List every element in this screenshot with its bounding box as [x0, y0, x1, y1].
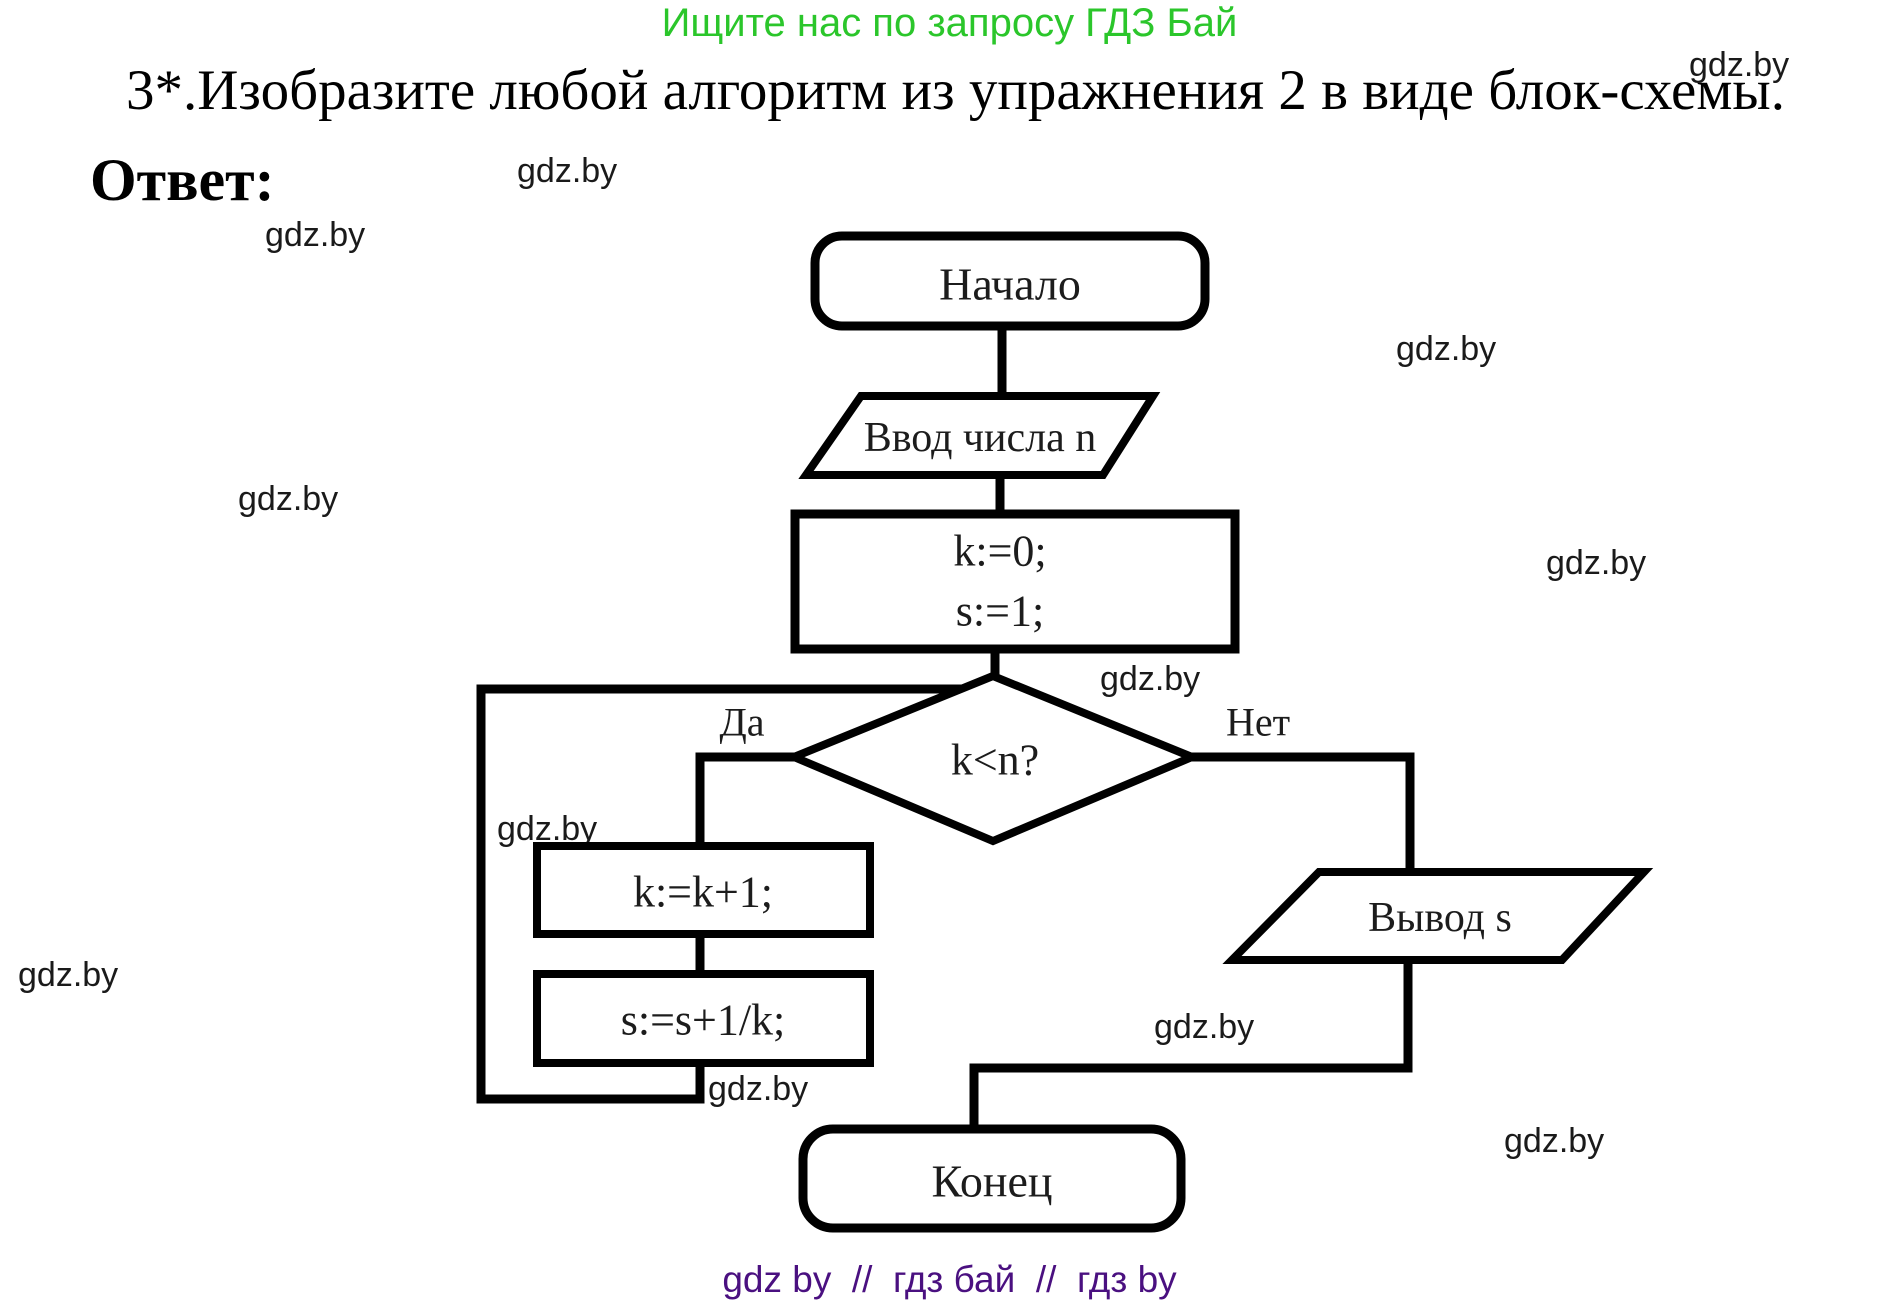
watermark: gdz.by	[1396, 330, 1497, 368]
increment-label: k:=k+1;	[633, 868, 773, 917]
start-label: Начало	[939, 259, 1081, 310]
watermark: gdz.by	[517, 152, 618, 190]
branch-no-label: Нет	[1226, 700, 1290, 745]
input-label: Ввод числа n	[864, 415, 1097, 461]
answer-label: Ответ:	[90, 147, 275, 213]
init-line1: k:=0;	[953, 527, 1046, 576]
watermark: gdz.by	[1154, 1008, 1255, 1046]
decision-diamond	[783, 671, 1203, 846]
watermark: gdz.by	[1546, 544, 1647, 582]
watermark: gdz.by	[1504, 1122, 1605, 1160]
end-label: Конец	[931, 1156, 1052, 1207]
condition-label: k<n?	[951, 736, 1039, 785]
sum-label: s:=s+1/k;	[621, 996, 786, 1045]
watermark: gdz.by	[1100, 660, 1201, 698]
watermark: gdz.by	[1689, 46, 1790, 84]
watermark: gdz.by	[708, 1070, 809, 1108]
branch-yes-label: Да	[719, 700, 764, 745]
process-sum	[533, 970, 874, 1067]
terminator-start	[810, 231, 1210, 331]
process-init	[790, 509, 1240, 654]
output-label: Вывод s	[1368, 895, 1512, 941]
footer-watermark: gdz by // гдз бай // гдз by	[722, 1259, 1177, 1300]
watermark: gdz.by	[265, 216, 366, 254]
watermark: gdz.by	[18, 956, 119, 994]
io-input	[798, 392, 1161, 479]
watermark: gdz.by	[238, 480, 339, 518]
promo-banner: Ищите нас по запросу ГДЗ Бай	[661, 1, 1238, 45]
connector-output-end	[969, 953, 1413, 1138]
connector-no-branch	[1183, 752, 1415, 881]
watermark: gdz.by	[497, 810, 598, 848]
loop-return-line	[476, 684, 998, 1104]
connector-yes-branch	[695, 752, 803, 855]
init-line2: s:=1;	[956, 587, 1044, 636]
exercise-title: 3*.Изобразите любой алгоритм из упражнен…	[126, 59, 1785, 122]
terminator-end	[798, 1124, 1186, 1233]
process-increment	[533, 842, 874, 938]
io-output	[1222, 868, 1654, 964]
